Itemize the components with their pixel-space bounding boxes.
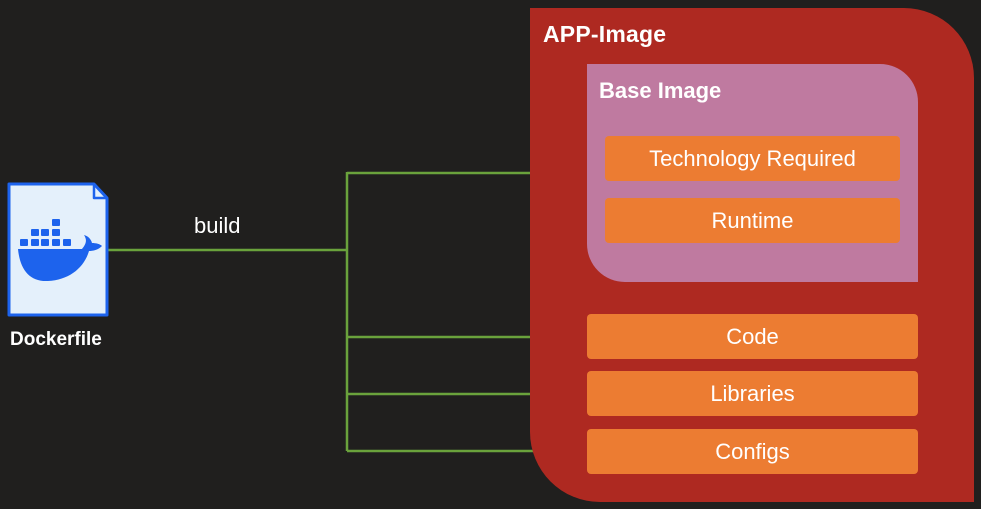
layer-configs: Configs (587, 429, 918, 474)
layer-code: Code (587, 314, 918, 359)
layer-libraries: Libraries (587, 371, 918, 416)
dockerfile-icon (7, 182, 109, 317)
layer-technology-required: Technology Required (605, 136, 900, 181)
base-image-title: Base Image (599, 78, 722, 103)
layer-runtime: Runtime (605, 198, 900, 243)
build-label: build (194, 213, 241, 238)
app-image-title: APP-Image (543, 21, 667, 47)
dockerfile-label: Dockerfile (10, 329, 102, 350)
docker-whale-icon (18, 219, 102, 282)
